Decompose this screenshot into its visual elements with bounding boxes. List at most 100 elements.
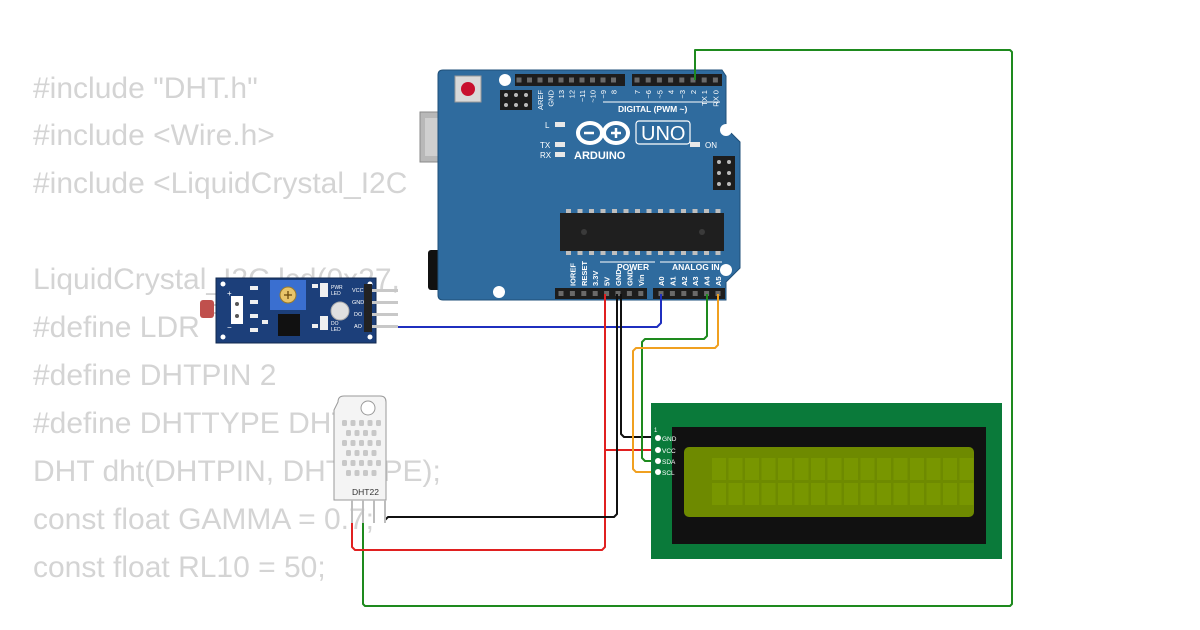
header-pin-hole[interactable] <box>611 77 616 83</box>
lcd-char-cell <box>943 483 957 505</box>
header-pin-hole[interactable] <box>537 77 543 83</box>
header-pin-hole[interactable] <box>645 77 651 83</box>
wire-5v-dht[interactable] <box>351 294 606 551</box>
header-pin-hole[interactable] <box>590 77 595 83</box>
wire-sda[interactable] <box>641 294 708 462</box>
led-l-label: L <box>545 121 550 130</box>
mount-hole <box>720 124 732 136</box>
ldr-socket <box>231 296 243 324</box>
header-pin-hole[interactable] <box>569 291 575 296</box>
lcd-char-cell <box>712 483 726 505</box>
header-pin-hole[interactable] <box>581 291 587 296</box>
digital-pin-label: 2 <box>689 90 698 94</box>
dht22-mount-hole <box>360 400 376 416</box>
lcd-char-cell <box>877 483 891 505</box>
header-pin-hole[interactable] <box>701 77 707 83</box>
digital-pin-label: 7 <box>633 90 642 94</box>
header-pin-hole[interactable] <box>527 77 532 83</box>
ldr-header-pins[interactable] <box>372 289 398 328</box>
header-pin-hole[interactable] <box>600 77 606 83</box>
header-pin-hole[interactable] <box>715 291 721 296</box>
header-pin-hole[interactable] <box>604 291 610 296</box>
dht22-grille <box>342 420 381 476</box>
header-pin-hole[interactable] <box>615 291 621 296</box>
header-pin-hole[interactable] <box>558 291 564 296</box>
wire-ldr-ao[interactable] <box>372 294 662 328</box>
lcd-char-cell <box>761 458 776 480</box>
mount-hole <box>499 74 511 86</box>
header-pin-hole[interactable] <box>669 291 675 296</box>
led-l <box>555 122 565 127</box>
wire-dht-data[interactable] <box>362 49 1013 607</box>
wire-gnd-lcd[interactable] <box>620 294 657 438</box>
code-line: #define LDR <box>33 311 200 344</box>
dht22-sensor[interactable]: DHT22 <box>333 395 387 523</box>
power-pin-label: GND <box>625 269 634 286</box>
power-pin-label: 3.3V <box>591 271 600 286</box>
digital-pin-label: 8 <box>610 90 619 94</box>
reset-button-cap[interactable] <box>461 82 475 96</box>
lcd-char-cell <box>794 483 809 505</box>
wire-gnd-dht[interactable] <box>384 294 618 523</box>
pwr-led <box>320 283 328 297</box>
uno-badge <box>635 120 691 145</box>
power-pin-label: 5V <box>603 277 612 286</box>
header-pin-hole[interactable] <box>592 291 598 296</box>
header-pin-hole[interactable] <box>634 77 640 83</box>
analog-label: ANALOG IN <box>672 262 720 272</box>
header-pin-hole[interactable] <box>656 77 662 83</box>
header-pin-hole[interactable] <box>548 77 553 83</box>
atmega-chip <box>560 213 724 251</box>
ldr-sensor <box>200 300 214 318</box>
header-pin-hole[interactable] <box>692 291 698 296</box>
do-led-label: LED <box>331 327 341 333</box>
ldr-module[interactable]: + − PWR LED <box>200 277 398 344</box>
digital-header-pins[interactable] <box>516 77 718 83</box>
wire-scl[interactable] <box>632 294 719 473</box>
led-rx-label: RX <box>540 151 552 160</box>
do-led-label: DO <box>331 321 339 327</box>
lcd-char-cell <box>778 458 792 480</box>
header-pin-hole[interactable] <box>690 77 696 83</box>
digital-pin-label: 13 <box>557 90 566 98</box>
header-pin-hole[interactable] <box>569 77 574 83</box>
dht22-legs[interactable] <box>351 500 386 523</box>
header-pin-hole[interactable] <box>626 291 632 296</box>
header-pin-hole[interactable] <box>579 77 585 83</box>
header-pin-hole[interactable] <box>638 291 644 296</box>
header-pin-hole[interactable] <box>704 291 710 296</box>
lcd-char-cell <box>860 483 875 505</box>
ldr-header <box>364 284 372 332</box>
power-label: POWER <box>617 262 649 272</box>
header-pin-hole[interactable] <box>668 77 674 83</box>
lcd-char-cell <box>844 458 858 480</box>
lcd-char-cell <box>811 458 825 480</box>
header-pin-hole[interactable] <box>558 77 564 83</box>
header-pin-hole[interactable] <box>658 291 664 296</box>
icsp-header-right <box>713 156 735 190</box>
lcd-character-cells <box>712 458 974 505</box>
header-pin-hole[interactable] <box>681 291 687 296</box>
mount-hole <box>493 286 505 298</box>
chip-notch <box>581 229 587 235</box>
digital-pin-label: ~5 <box>655 90 664 99</box>
lcd-char-cell <box>728 483 743 505</box>
lcd-char-cell <box>712 458 726 480</box>
lcd-1602-i2c[interactable]: 1 GND VCC SDA SCL <box>651 403 1002 559</box>
bottom-header-pins[interactable] <box>558 291 721 296</box>
header-pin-hole[interactable] <box>712 77 718 83</box>
lcd-char-cell <box>811 483 825 505</box>
lcd-char-cell <box>959 458 974 480</box>
header-pin-hole[interactable] <box>679 77 685 83</box>
digital-pin-label: 12 <box>568 90 577 98</box>
header-pin-hole[interactable] <box>516 77 522 83</box>
ldr-pin-label: AO <box>354 324 363 330</box>
lcd-pin-label: SCL <box>662 470 675 477</box>
sensor-cap <box>330 301 350 321</box>
lcd-pins[interactable] <box>655 435 661 475</box>
lcd-char-cell <box>893 483 908 505</box>
smd-components <box>250 284 318 332</box>
